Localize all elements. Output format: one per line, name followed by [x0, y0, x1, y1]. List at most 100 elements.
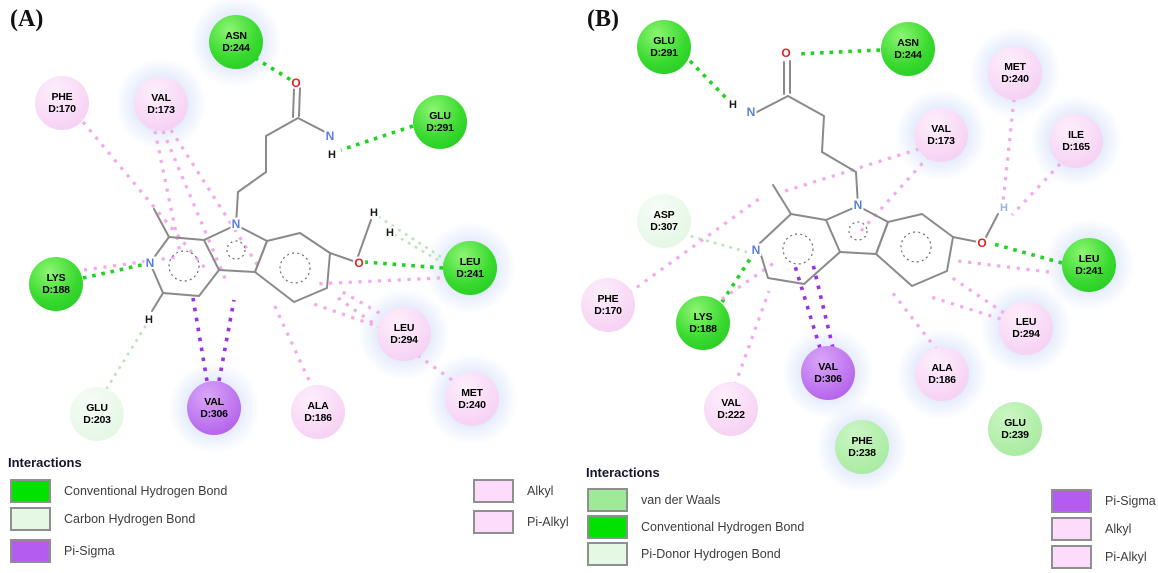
legend-item-pi-alkyl: Pi-Alkyl: [473, 510, 569, 534]
legend-label: Conventional Hydrogen Bond: [64, 484, 228, 498]
aromatic-ring-circle: [782, 233, 814, 265]
legend-swatch-hbond: [10, 479, 51, 503]
residue-id: D:186: [928, 374, 956, 386]
pisigma-interaction-line: [793, 265, 822, 349]
alkyl-interaction-line: [927, 294, 1011, 324]
residue-id: D:173: [927, 135, 955, 147]
legend-label: Pi-Sigma: [64, 544, 115, 558]
residue-id: D:291: [426, 122, 454, 134]
residue-name: VAL: [931, 123, 951, 135]
alkyl-interaction-line: [81, 120, 207, 270]
legend-swatch-vdw: [587, 488, 628, 512]
legend-label: van der Waals: [641, 493, 721, 507]
residue-id: D:203: [83, 414, 111, 426]
residue-name: ASN: [897, 37, 919, 49]
ligand-bond: [984, 213, 999, 240]
alkyl-interaction-line: [161, 130, 228, 282]
legend-label: Alkyl: [1105, 522, 1132, 536]
residue-name: VAL: [721, 397, 741, 409]
residue-name: PHE: [51, 91, 73, 103]
residue-id: D:294: [1012, 328, 1040, 340]
ligand-bond: [297, 117, 328, 134]
residue-id: D:291: [650, 47, 678, 59]
ligand-bond: [235, 117, 299, 226]
atom-label-h: H: [145, 314, 153, 326]
residue-name: PHE: [851, 435, 873, 447]
atom-label-n: N: [232, 217, 241, 231]
atom-label-n: N: [854, 198, 863, 212]
residue-id: D:240: [1001, 73, 1029, 85]
legend-item-pi-sigma: Pi-Sigma: [10, 539, 115, 563]
residue-id: D:244: [222, 42, 250, 54]
residue-name: VAL: [151, 92, 171, 104]
legend-label: Alkyl: [527, 484, 554, 498]
legend-swatch-alkyl: [1051, 517, 1092, 541]
residue-id: D:188: [689, 323, 717, 335]
legend-header: Interactions: [586, 465, 660, 480]
legend-header: Interactions: [8, 455, 82, 470]
alkyl-interaction-line: [721, 261, 775, 301]
residue-name: PHE: [597, 293, 619, 305]
ligand-bond: [787, 95, 859, 207]
ligand-bond: [151, 292, 164, 312]
alkyl-interaction-line: [859, 154, 931, 233]
residue-name: LEU: [1015, 316, 1037, 328]
alkyl-interaction-line: [890, 291, 939, 351]
ligand-bond: [329, 252, 357, 263]
residue-name: GLU: [86, 402, 108, 414]
atom-label-h: H: [1000, 202, 1008, 214]
aromatic-ring-circle: [279, 252, 311, 284]
residue-name: ALA: [931, 362, 953, 374]
legend-swatch-alkyl: [1051, 545, 1092, 569]
ligand-bond: [757, 213, 841, 285]
ligand-bond: [772, 184, 792, 215]
residue-name: VAL: [818, 361, 838, 373]
ligand-bond: [756, 95, 789, 113]
ligand-bond: [153, 208, 170, 238]
legend-swatch-pisigma: [10, 539, 51, 563]
atom-label-h: H: [729, 99, 737, 111]
legend-item-pi-sigma: Pi-Sigma: [1051, 489, 1156, 513]
legend-item-alkyl: Alkyl: [473, 479, 553, 503]
residue-name: LEU: [1078, 253, 1100, 265]
alkyl-interaction-line: [781, 147, 920, 194]
legend-item-conventional-hydrogen-bond: Conventional Hydrogen Bond: [10, 479, 227, 503]
legend-item-pi-donor-hydrogen-bond: Pi-Donor Hydrogen Bond: [587, 542, 781, 566]
alkyl-interaction-line: [169, 129, 262, 270]
alkyl-interaction-line: [310, 301, 383, 330]
alkyl-interaction-line: [153, 130, 182, 253]
residue-id: D:241: [1075, 265, 1103, 277]
ligand-bond: [952, 236, 979, 243]
legend-label: Conventional Hydrogen Bond: [641, 520, 805, 534]
residue-id: D:239: [1001, 429, 1029, 441]
alkyl-interaction-line: [1001, 98, 1016, 204]
atom-label-o: O: [291, 76, 300, 90]
residue-name: ILE: [1068, 129, 1084, 141]
legend-label: Pi-Donor Hydrogen Bond: [641, 547, 781, 561]
legend-swatch-chbond: [10, 507, 51, 531]
residue-name: GLU: [1004, 417, 1026, 429]
residue-id: D:222: [717, 409, 745, 421]
residue-id: D:238: [848, 447, 876, 459]
ligand-bond: [875, 213, 954, 287]
legend-swatch-pisigma: [1051, 489, 1092, 513]
hbond-interaction-line: [82, 262, 147, 280]
chbond-interaction-line: [682, 232, 748, 254]
legend-swatch-alkyl: [473, 510, 514, 534]
atom-label-n: N: [326, 129, 335, 143]
